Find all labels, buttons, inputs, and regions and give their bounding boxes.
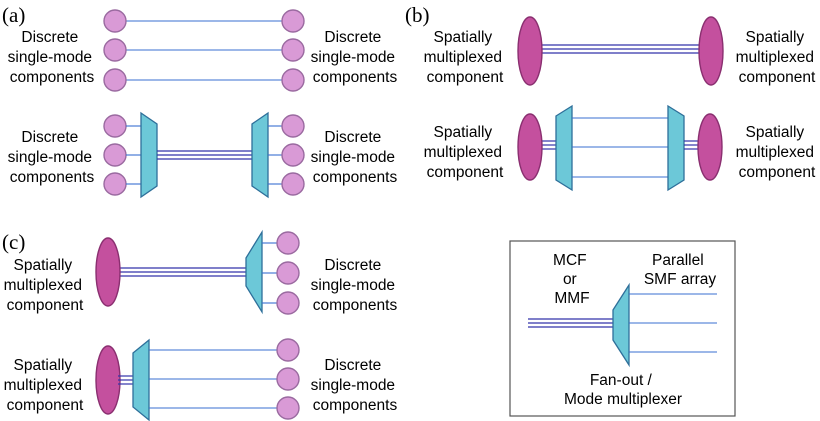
spatially-multiplexed-component [95, 237, 121, 307]
spatial-label-right: Spatially multiplexed component [736, 124, 819, 181]
single-mode-component [103, 68, 127, 92]
fan-out-multiplexer [245, 229, 263, 315]
single-mode-component [103, 9, 127, 33]
panel-b-top: Spatially multiplexed component Spatiall… [424, 16, 819, 86]
fan-out-multiplexer [140, 111, 158, 199]
single-mode-component [276, 396, 300, 420]
discrete-label-right: Discrete single-mode components [311, 29, 400, 86]
single-mode-component [276, 291, 300, 315]
legend-fanout-label: Fan-out / Mode multiplexer [564, 372, 682, 408]
spatial-label-right: Spatially multiplexed component [736, 29, 819, 86]
legend-box: MCF or MMF Parallel SMF array Fan-out / … [509, 240, 736, 417]
fan-out-multiplexer [132, 338, 150, 421]
fan-out-multiplexer [251, 111, 269, 199]
legend-mcf-label: MCF or MMF [553, 252, 591, 307]
spatial-label-left: Spatially multiplexed component [424, 29, 507, 86]
spatially-multiplexed-component [697, 113, 723, 181]
spatially-multiplexed-component [95, 345, 121, 415]
single-mode-component [276, 338, 300, 362]
single-mode-component [276, 367, 300, 391]
panel-c-label: (c) [2, 230, 25, 254]
panel-a-top: Discrete single-mode components Discrete… [8, 9, 400, 92]
single-mode-component [281, 38, 305, 62]
single-mode-component [103, 143, 127, 167]
legend-parallel-label: Parallel SMF array [644, 252, 717, 288]
panel-c-top: Spatially multiplexed component Discrete… [4, 229, 400, 315]
single-mode-component [281, 143, 305, 167]
discrete-label-right: Discrete single-mode components [311, 129, 400, 186]
spatial-label-left: Spatially multiplexed component [424, 124, 507, 181]
fan-out-multiplexer [555, 104, 573, 192]
panel-a-bottom: Discrete single-mode components Discrete… [8, 111, 400, 199]
fan-out-multiplexer [612, 282, 630, 368]
single-mode-component [281, 114, 305, 138]
spatially-multiplexed-component [698, 16, 724, 86]
single-mode-component [103, 114, 127, 138]
discrete-label-right: Discrete single-mode components [311, 257, 400, 314]
single-mode-component [103, 172, 127, 196]
spatial-label-left: Spatially multiplexed component [4, 257, 87, 314]
spatial-label-left: Spatially multiplexed component [4, 357, 87, 414]
panel-a-label: (a) [2, 3, 25, 27]
single-mode-component [281, 172, 305, 196]
spatially-multiplexed-component [517, 16, 543, 86]
discrete-label-left: Discrete single-mode components [8, 29, 97, 86]
fan-out-multiplexer [667, 104, 685, 192]
panel-c-bottom: Spatially multiplexed component Discrete… [4, 338, 400, 421]
discrete-label-left: Discrete single-mode components [8, 129, 97, 186]
single-mode-component [276, 231, 300, 255]
panel-b-label: (b) [405, 3, 430, 27]
spatially-multiplexed-component [517, 113, 543, 181]
panel-b-bottom: Spatially multiplexed component Spatiall… [424, 104, 819, 192]
discrete-label-right: Discrete single-mode components [311, 357, 400, 414]
single-mode-component [276, 261, 300, 285]
single-mode-component [281, 68, 305, 92]
single-mode-component [281, 9, 305, 33]
single-mode-component [103, 38, 127, 62]
